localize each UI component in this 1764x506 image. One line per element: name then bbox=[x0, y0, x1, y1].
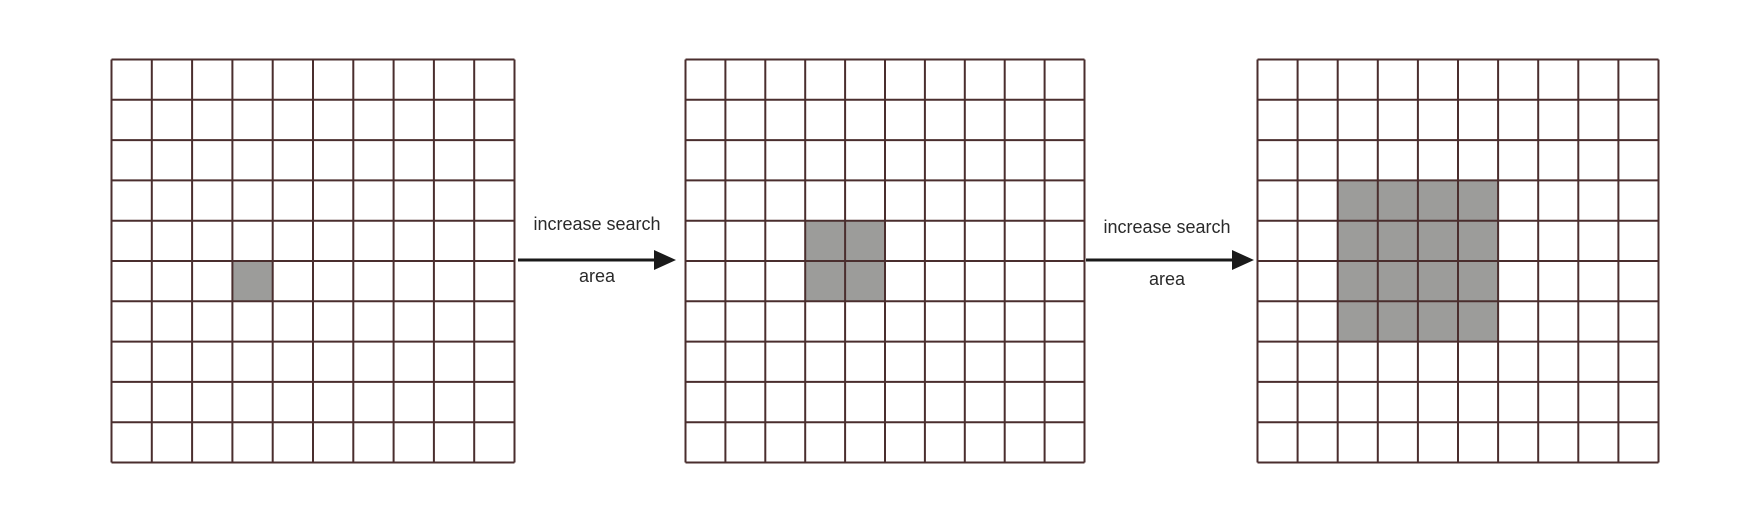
arrow-1-label-line1: increase search bbox=[533, 214, 661, 234]
arrow-1-right bbox=[518, 250, 676, 270]
arrow-1-label: increase search area bbox=[517, 185, 677, 289]
arrow-2-label-line2: area bbox=[1148, 269, 1186, 289]
arrow-1-label-line2: area bbox=[578, 266, 616, 286]
arrow-2-right bbox=[1086, 250, 1254, 270]
grid-3-svg bbox=[1256, 58, 1660, 464]
grid-stage-3 bbox=[1256, 58, 1660, 464]
arrow-1-head bbox=[654, 250, 676, 270]
grid-1-svg bbox=[110, 58, 516, 464]
grid-stage-2 bbox=[684, 58, 1086, 464]
arrow-2-head bbox=[1232, 250, 1254, 270]
grid-stage-1 bbox=[110, 58, 516, 464]
arrow-2-label: increase search area bbox=[1087, 188, 1247, 292]
grid-1-search-area-highlight bbox=[232, 261, 273, 302]
arrow-2-label-line1: increase search bbox=[1103, 217, 1231, 237]
grid-2-svg bbox=[684, 58, 1086, 464]
